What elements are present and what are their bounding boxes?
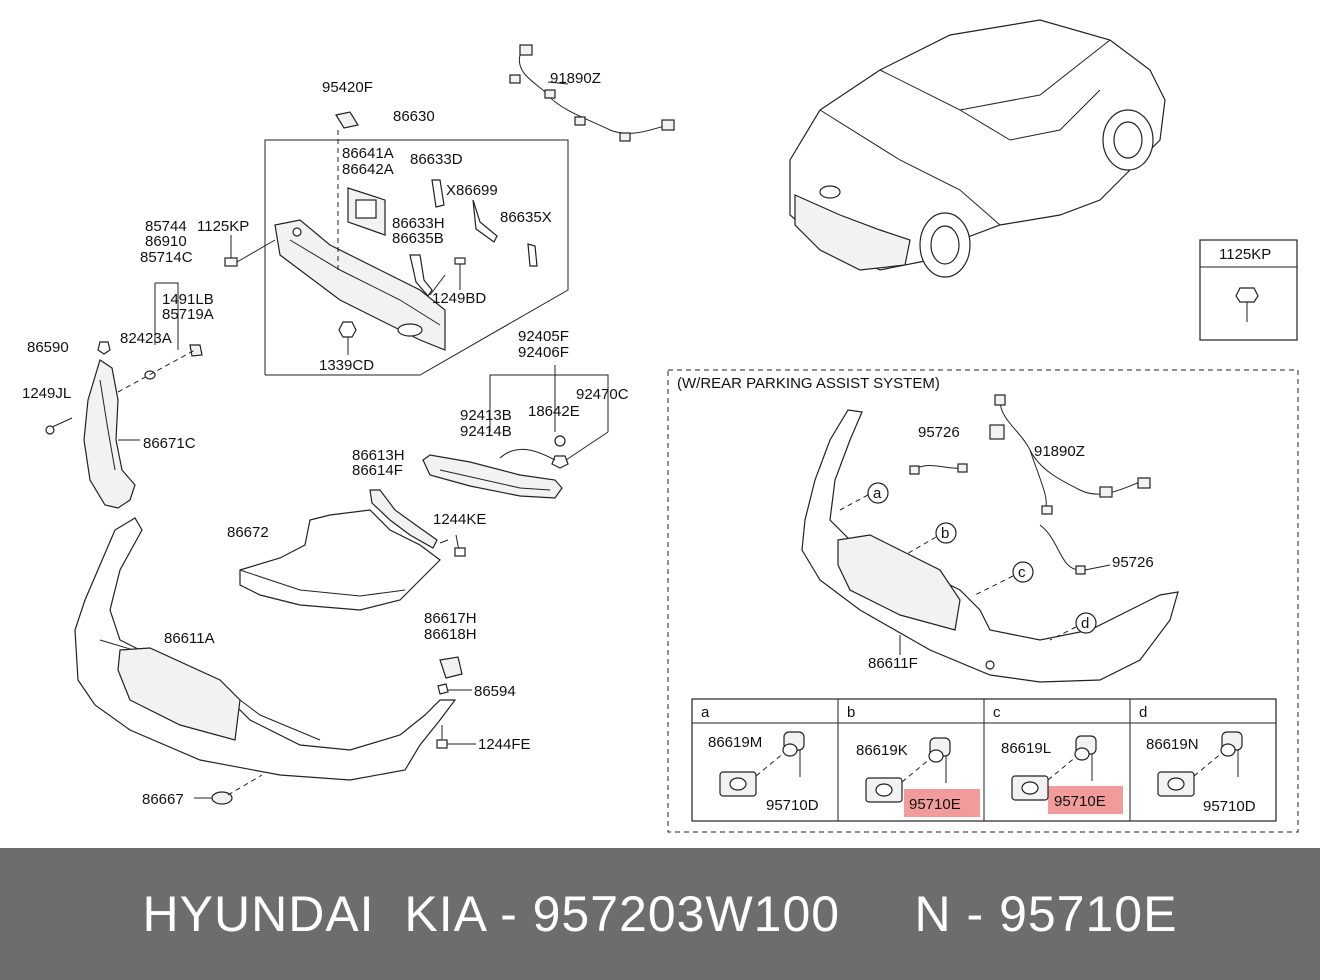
inset-label-95726-a: 95726	[918, 424, 960, 441]
label-86910: 86910	[145, 233, 187, 250]
label-92470C: 92470C	[576, 386, 629, 403]
rear-bumper-cover	[74, 517, 476, 805]
label-86667: 86667	[142, 791, 184, 808]
wiring-harness-top	[509, 44, 675, 142]
label-86630: 86630	[393, 108, 435, 125]
label-86641A: 86641A	[342, 145, 394, 162]
label-86633H: 86633H	[392, 215, 445, 232]
part-labels: 95420F 86630 91890Z 86641A 86642A 86633D…	[22, 70, 1271, 815]
part-number-footer: HYUNDAI KIA - 957203W100 N - 95710E	[0, 848, 1320, 980]
reinforcement-assembly	[264, 111, 569, 376]
label-1491LB: 1491LB	[162, 291, 214, 308]
cell-d-letter: d	[1139, 704, 1147, 721]
label-92406F: 92406F	[518, 344, 569, 361]
label-86594: 86594	[474, 683, 516, 700]
label-86635B: 86635B	[392, 230, 444, 247]
label-X86699: X86699	[446, 182, 498, 199]
cell-a-bracket: 86619M	[708, 734, 762, 751]
label-1125KP: 1125KP	[197, 218, 249, 235]
label-92413B: 92413B	[460, 407, 512, 424]
cell-a-letter: a	[701, 704, 710, 721]
bolt-box	[1199, 239, 1298, 341]
cell-b-sensor: 95710E	[909, 796, 961, 813]
label-92405F: 92405F	[518, 328, 569, 345]
label-86618H: 86618H	[424, 626, 477, 643]
cell-a-sensor: 95710D	[766, 797, 819, 814]
label-86611A: 86611A	[164, 630, 215, 647]
inset-title: (W/REAR PARKING ASSIST SYSTEM)	[677, 375, 940, 392]
parts-diagram: 95420F 86630 91890Z 86641A 86642A 86633D…	[22, 19, 1299, 833]
callout-c: c	[1018, 564, 1026, 581]
inset-label-95726-b: 95726	[1112, 554, 1154, 571]
cell-c-bracket: 86619L	[1001, 740, 1051, 757]
footer-text: HYUNDAI KIA - 957203W100 N - 95710E	[142, 886, 1178, 942]
callout-a: a	[873, 485, 882, 502]
boltbox-label: 1125KP	[1219, 246, 1271, 263]
side-bracket-group	[45, 235, 276, 509]
vehicle-illustration	[789, 19, 1166, 278]
cell-c-letter: c	[993, 704, 1001, 721]
label-86590: 86590	[27, 339, 69, 356]
label-91890Z: 91890Z	[550, 70, 601, 87]
label-85744: 85744	[145, 218, 187, 235]
cell-c-sensor: 95710E	[1054, 793, 1106, 810]
label-1249BD: 1249BD	[432, 290, 486, 307]
callout-d: d	[1081, 615, 1089, 632]
sensor-table	[691, 698, 1277, 822]
label-85719A: 85719A	[162, 306, 214, 323]
parking-assist-inset	[667, 369, 1299, 833]
label-86635X: 86635X	[500, 209, 552, 226]
callout-b: b	[941, 525, 949, 542]
label-1249JL: 1249JL	[22, 385, 71, 402]
label-82423A: 82423A	[120, 330, 172, 347]
inset-label-91890Z: 91890Z	[1034, 443, 1085, 460]
label-86613H: 86613H	[352, 447, 405, 464]
label-86633D: 86633D	[410, 151, 463, 168]
cell-d-bracket: 86619N	[1146, 736, 1199, 753]
label-92414B: 92414B	[460, 423, 512, 440]
label-85714C: 85714C	[140, 249, 193, 266]
rear-reflector-lamp	[422, 365, 609, 499]
label-86617H: 86617H	[424, 610, 477, 627]
label-1244KE: 1244KE	[433, 511, 486, 528]
lower-cover-group	[239, 489, 466, 611]
label-95420F: 95420F	[322, 79, 373, 96]
label-86614F: 86614F	[352, 462, 403, 479]
inset-label-86611F: 86611F	[868, 655, 918, 672]
label-86672: 86672	[227, 524, 269, 541]
label-86642A: 86642A	[342, 161, 394, 178]
cell-b-bracket: 86619K	[856, 742, 908, 759]
label-18642E: 18642E	[528, 403, 580, 420]
label-1244FE: 1244FE	[478, 736, 531, 753]
label-86671C: 86671C	[143, 435, 196, 452]
label-1339CD: 1339CD	[319, 357, 374, 374]
cell-d-sensor: 95710D	[1203, 798, 1256, 815]
cell-b-letter: b	[847, 704, 855, 721]
